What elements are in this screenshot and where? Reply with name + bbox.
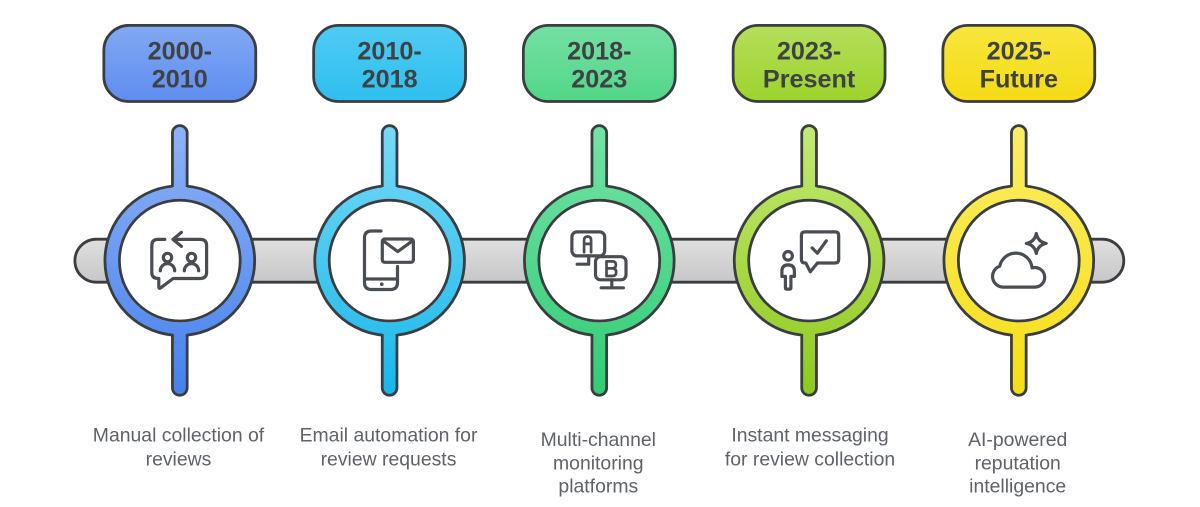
svg-text:platforms: platforms: [558, 476, 638, 498]
svg-text:intelligence: intelligence: [969, 476, 1066, 498]
svg-text:monitoring: monitoring: [553, 452, 644, 474]
svg-text:2025-: 2025-: [987, 37, 1051, 65]
svg-text:reputation: reputation: [975, 452, 1061, 474]
svg-text:for review collection: for review collection: [725, 449, 895, 471]
svg-text:Manual collection of: Manual collection of: [93, 425, 265, 447]
svg-text:Instant messaging: Instant messaging: [731, 425, 888, 447]
svg-text:2010-: 2010-: [357, 37, 421, 65]
svg-text:2010: 2010: [152, 65, 208, 93]
svg-text:Future: Future: [980, 65, 1058, 93]
svg-text:2023-: 2023-: [777, 37, 841, 65]
svg-text:reviews: reviews: [146, 449, 212, 471]
svg-text:Present: Present: [763, 65, 856, 93]
svg-text:2018-: 2018-: [567, 37, 631, 65]
svg-text:2023: 2023: [571, 65, 627, 93]
svg-text:AI-powered: AI-powered: [968, 429, 1067, 451]
svg-text:Email automation for: Email automation for: [300, 425, 478, 447]
svg-text:review requests: review requests: [321, 449, 457, 471]
svg-text:2018: 2018: [362, 65, 418, 93]
svg-text:2000-: 2000-: [148, 37, 212, 65]
svg-text:Multi-channel: Multi-channel: [541, 429, 656, 451]
